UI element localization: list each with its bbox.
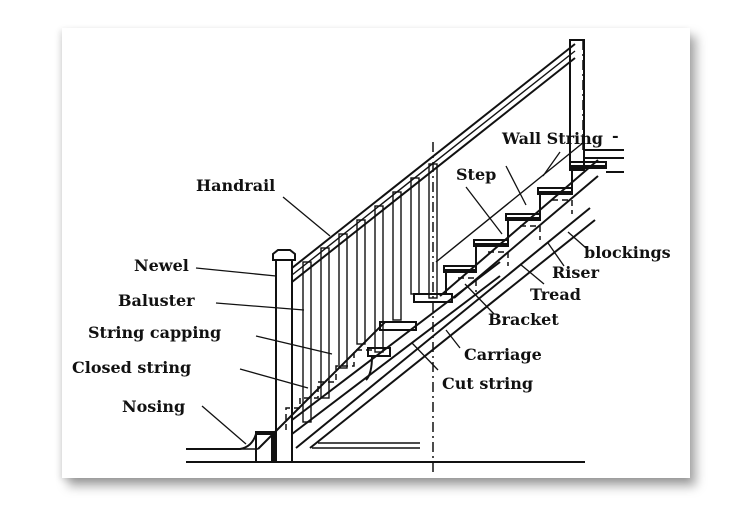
carriage [295, 207, 596, 449]
label-nosing: Nosing [122, 397, 185, 416]
label-handrail: Handrail [196, 176, 275, 195]
label-baluster: Baluster [118, 291, 195, 310]
label-tread: Tread [530, 285, 581, 304]
wall-string [435, 39, 624, 263]
upper-flight [439, 159, 607, 299]
blockings [458, 199, 573, 292]
label-string-capping: String capping [88, 323, 221, 342]
label-newel: Newel [134, 256, 189, 275]
label-carriage: Carriage [464, 345, 542, 364]
label-cut-string: Cut string [442, 374, 533, 393]
label-step: Step [456, 165, 496, 184]
figure-card [62, 28, 690, 478]
leader-lines [195, 151, 587, 445]
label-blockings: blockings [584, 243, 671, 262]
bottom-step-block [255, 431, 275, 463]
label-riser: Riser [552, 263, 600, 282]
hidden-steps [285, 349, 372, 430]
label-wall-string-dash: - [612, 126, 619, 145]
label-closed-string: Closed string [72, 358, 191, 377]
label-bracket: Bracket [488, 310, 559, 329]
floor-lines [186, 448, 585, 463]
newel-post [272, 249, 296, 463]
labels: Wall String - Step Handrail blockings Ne… [72, 126, 671, 416]
label-wall-string: Wall String [501, 129, 603, 148]
